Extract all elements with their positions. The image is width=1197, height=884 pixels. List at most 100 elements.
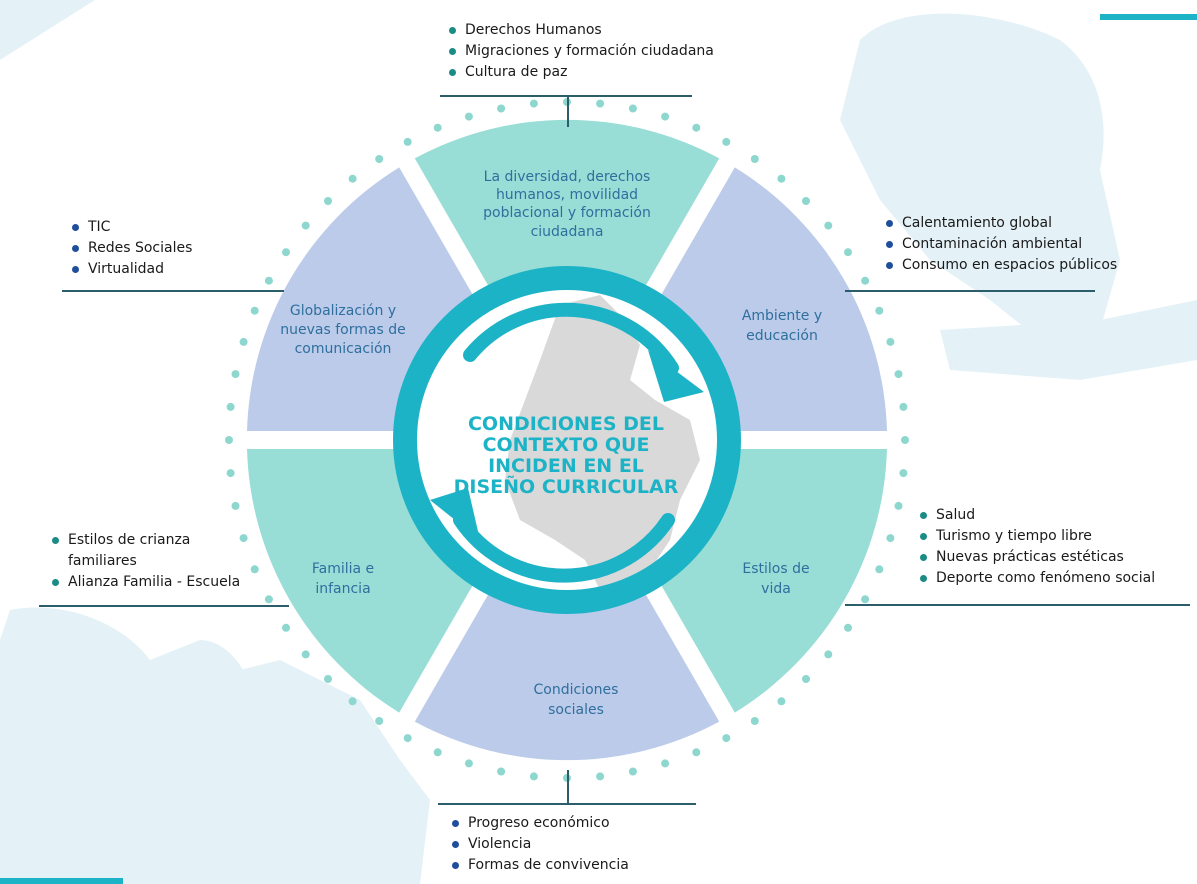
list-item: Nuevas prácticas estéticas	[920, 547, 1155, 568]
list-item: Estilos de crianza familiares	[52, 530, 212, 572]
list-item: Formas de convivencia	[452, 855, 629, 876]
ring-dot	[231, 501, 240, 510]
segment-label-diversidad-1: La diversidad, derechos	[484, 169, 651, 185]
arrow-head-top	[648, 350, 704, 402]
list-item: Migraciones y formación ciudadana	[449, 41, 714, 62]
segment-label-estilos-2: vida	[761, 581, 791, 597]
segment-sociales	[414, 589, 720, 761]
center-title-line-2: CONTEXTO QUE	[483, 434, 650, 456]
segment-label-familia-1: Familia e	[312, 561, 374, 577]
ring-dot	[348, 697, 357, 706]
list-top-left: TIC Redes Sociales Virtualidad	[72, 217, 192, 280]
dotted-outer-ring	[225, 98, 909, 782]
ring-dot	[722, 137, 731, 146]
segment-label-ambiente-2: educación	[746, 328, 818, 344]
segment-label-globalizacion-2: nuevas formas de	[280, 322, 405, 338]
segment-label-diversidad-3: poblacional y formación	[483, 205, 651, 221]
list-item: Cultura de paz	[449, 62, 714, 83]
cycle-arrows	[453, 302, 679, 583]
ring-dot	[844, 248, 852, 257]
ring-dot	[692, 748, 701, 757]
ring-dot	[844, 623, 852, 632]
ring-dot	[301, 221, 310, 230]
segment-label-globalizacion-3: comunicación	[295, 341, 392, 357]
ring-dot	[750, 717, 759, 725]
segment-label-ambiente-1: Ambiente y	[742, 308, 822, 324]
ring-dot	[692, 123, 701, 132]
ring-dot	[464, 112, 473, 121]
list-item: Calentamiento global	[886, 213, 1117, 234]
ring-dot	[464, 759, 473, 768]
ring-dot	[861, 276, 870, 285]
ring-dot	[750, 155, 759, 163]
ring-dot	[899, 469, 908, 478]
ring-dot	[824, 650, 833, 659]
list-bottom-right: Salud Turismo y tiempo libre Nuevas prác…	[920, 505, 1155, 589]
list-item: Progreso económico	[452, 813, 629, 834]
top-right-connector-rule	[845, 290, 1095, 292]
list-item: Virtualidad	[72, 259, 192, 280]
list-item: Turismo y tiempo libre	[920, 526, 1155, 547]
ring-dot	[433, 748, 442, 757]
ring-dot	[722, 734, 731, 743]
ring-dot	[239, 337, 248, 346]
ring-dot	[225, 436, 233, 444]
list-item: Consumo en espacios públicos	[886, 255, 1117, 276]
ring-dot	[802, 197, 810, 205]
ring-dot	[628, 767, 637, 776]
ring-dot	[628, 104, 637, 113]
ring-dot	[899, 402, 908, 411]
ring-dot	[529, 99, 538, 108]
list-item: Deporte como fenómeno social	[920, 568, 1155, 589]
ring-dot	[802, 675, 810, 683]
center-teal-ring	[393, 266, 741, 614]
ring-dot	[226, 469, 235, 478]
ring-dot	[875, 306, 884, 315]
list-item: Salud	[920, 505, 1155, 526]
ring-dot	[403, 137, 412, 146]
list-item: Redes Sociales	[72, 238, 192, 259]
ring-dot	[777, 697, 786, 706]
ring-dot	[250, 306, 259, 315]
ring-dot	[324, 675, 332, 683]
segment-familia	[247, 449, 476, 713]
ring-dot	[433, 123, 442, 132]
ring-dot	[250, 565, 259, 574]
center-title: CONDICIONES DEL CONTEXTO QUE INCIDEN EN …	[454, 413, 679, 498]
ring-dot	[875, 565, 884, 574]
segment-globalizacion	[247, 167, 476, 431]
ring-dot	[861, 595, 870, 604]
ring-dot	[529, 772, 538, 781]
colombia-map-silhouette	[505, 295, 700, 590]
ring-dot	[264, 595, 273, 604]
list-top-right: Calentamiento global Contaminación ambie…	[886, 213, 1117, 276]
ring-dot	[596, 99, 605, 108]
segment-label-diversidad-2: humanos, movilidad	[496, 187, 638, 203]
segment-label-globalizacion-1: Globalización y	[290, 303, 396, 319]
bottom-left-connector-rule	[39, 605, 289, 607]
top-left-connector-rule	[62, 290, 284, 292]
arrow-head-bottom	[430, 488, 480, 540]
ring-dot	[239, 534, 248, 543]
bottom-left-accent-bar	[0, 878, 123, 884]
ring-dot	[824, 221, 833, 230]
center-title-line-4: DISEÑO CURRICULAR	[454, 474, 679, 498]
ring-dot	[375, 155, 384, 163]
list-item: Alianza Familia - Escuela	[52, 572, 240, 593]
list-top: Derechos Humanos Migraciones y formación…	[449, 20, 714, 83]
segment-label-sociales-2: sociales	[548, 702, 604, 718]
ring-dot	[894, 370, 903, 379]
list-item: Violencia	[452, 834, 629, 855]
segment-label-sociales-1: Condiciones	[534, 682, 619, 698]
bottom-connector-stem	[567, 770, 569, 803]
ring-dot	[886, 534, 895, 543]
ring-dot	[375, 717, 384, 725]
ring-dot	[497, 767, 506, 776]
top-connector-stem	[567, 95, 569, 127]
ring-dot	[282, 623, 290, 632]
list-bottom-left: Estilos de crianza familiares Alianza Fa…	[52, 530, 240, 593]
ring-dot	[661, 112, 670, 121]
segment-label-diversidad-4: ciudadana	[531, 224, 604, 240]
